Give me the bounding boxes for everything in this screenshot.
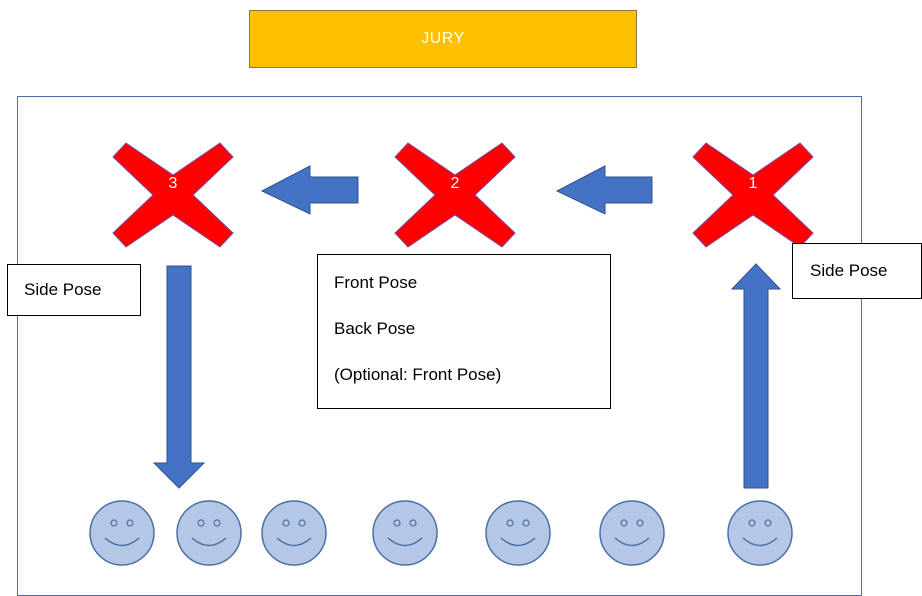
- audience-face-icon: [89, 500, 155, 566]
- jury-label: JURY: [421, 30, 465, 47]
- face-outline: [89, 500, 155, 566]
- position-marker-1: 1: [692, 142, 814, 248]
- face-smile: [276, 537, 312, 547]
- face-eye: [213, 519, 221, 527]
- pose-item-front: Front Pose: [334, 273, 418, 292]
- face-eye: [298, 519, 306, 527]
- pose-list-note: Front Pose Back Pose (Optional: Front Po…: [317, 254, 611, 409]
- face-eye: [197, 519, 205, 527]
- arrow-down-icon: [152, 265, 206, 489]
- face-eye: [522, 519, 530, 527]
- face-eye: [393, 519, 401, 527]
- pose-item-back: Back Pose: [334, 319, 416, 338]
- jury-box: JURY: [249, 10, 637, 68]
- x-mark-icon: [394, 142, 516, 248]
- arrow-left-icon: [555, 165, 653, 215]
- face-smile: [742, 537, 778, 547]
- face-eye: [748, 519, 756, 527]
- pose-item-optional: (Optional: Front Pose): [334, 365, 502, 384]
- face-eye: [636, 519, 644, 527]
- audience-face-icon: [727, 500, 793, 566]
- audience-face-icon: [372, 500, 438, 566]
- face-smile: [500, 537, 536, 547]
- side-pose-note-right: Side Pose: [792, 243, 922, 299]
- face-eye: [409, 519, 417, 527]
- face-eye: [506, 519, 514, 527]
- marker-number-2: 2: [451, 175, 460, 192]
- x-mark-icon: [692, 142, 814, 248]
- face-outline: [599, 500, 665, 566]
- note-text: Side Pose: [24, 280, 102, 299]
- face-outline: [176, 500, 242, 566]
- audience-face-icon: [485, 500, 551, 566]
- position-marker-2: 2: [394, 142, 516, 248]
- marker-number-1: 1: [749, 175, 758, 192]
- face-smile: [387, 537, 423, 547]
- x-mark-icon: [112, 142, 234, 248]
- face-eye: [620, 519, 628, 527]
- face-outline: [372, 500, 438, 566]
- face-eye: [126, 519, 134, 527]
- position-marker-3: 3: [112, 142, 234, 248]
- face-eye: [764, 519, 772, 527]
- marker-number-3: 3: [169, 175, 178, 192]
- face-smile: [104, 537, 140, 547]
- audience-face-icon: [261, 500, 327, 566]
- note-text: Side Pose: [810, 261, 888, 280]
- side-pose-note-left: Side Pose: [7, 264, 141, 316]
- face-outline: [261, 500, 327, 566]
- arrow-left-icon: [260, 165, 359, 215]
- face-eye: [110, 519, 118, 527]
- face-outline: [485, 500, 551, 566]
- audience-face-icon: [176, 500, 242, 566]
- face-eye: [282, 519, 290, 527]
- audience-face-icon: [599, 500, 665, 566]
- audience-row: [89, 500, 793, 566]
- diagram-canvas: 3 2 1: [89, 142, 814, 566]
- arrow-up-icon: [730, 263, 782, 489]
- face-smile: [191, 537, 227, 547]
- face-outline: [727, 500, 793, 566]
- face-smile: [614, 537, 650, 547]
